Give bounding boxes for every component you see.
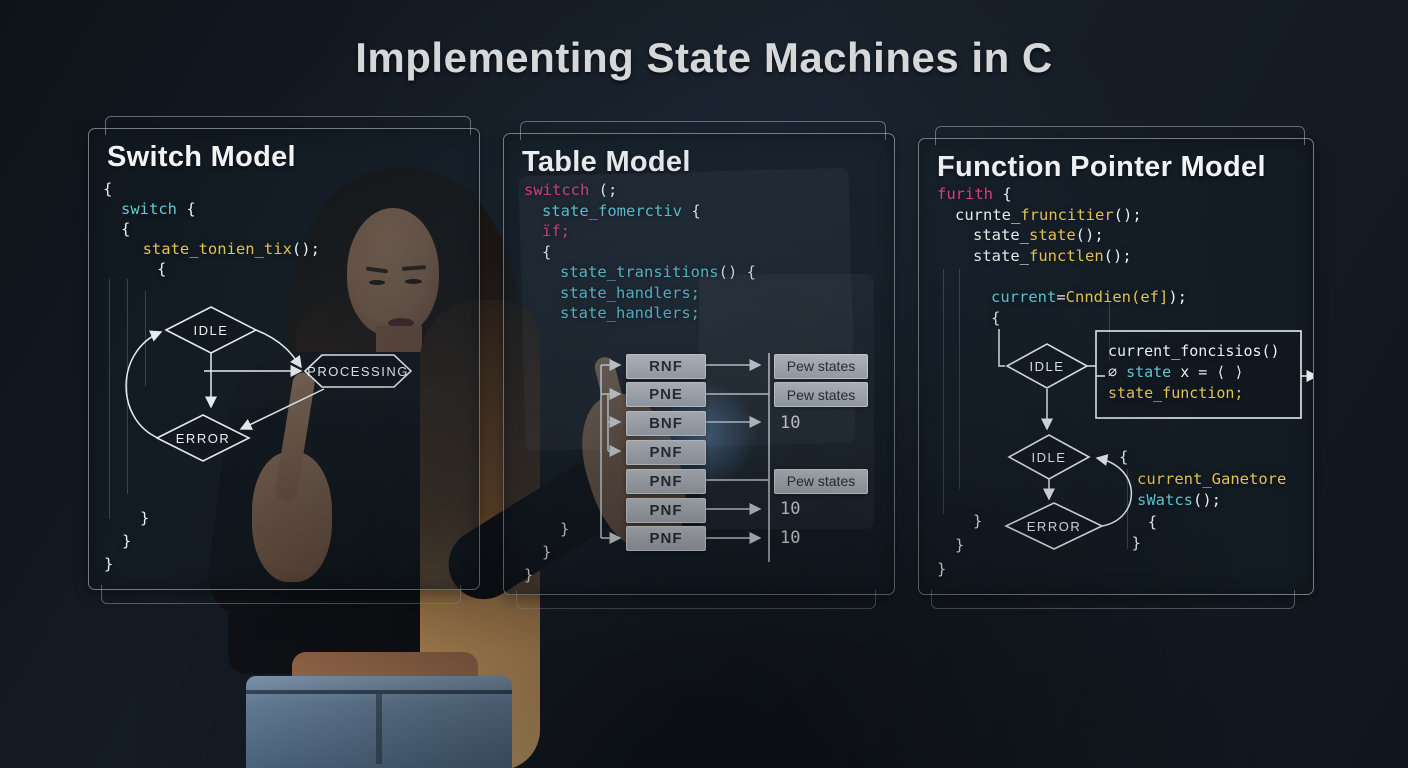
code-line: } xyxy=(140,509,150,527)
code-line: } xyxy=(104,555,114,573)
panel-switch-model: Switch Model { switch { { state_tonien_tix(… xyxy=(88,116,480,604)
code-line: switch { xyxy=(121,200,196,218)
code-line: } xyxy=(542,543,552,561)
code-line: } xyxy=(560,520,570,538)
code-line: state_transitions() { xyxy=(560,263,756,281)
code-line: state_handlers; xyxy=(560,304,700,322)
panel-heading: Function Pointer Model xyxy=(937,151,1266,183)
node-label: ERROR xyxy=(1027,519,1081,534)
code-line: state_functlen(); xyxy=(973,246,1132,265)
code-line: switcch (; xyxy=(524,181,618,199)
node-processing xyxy=(303,354,413,388)
code-line: } xyxy=(1131,534,1141,552)
table-row-value: 10 xyxy=(780,527,801,548)
code-line: } xyxy=(937,560,947,578)
code-line: state_function; xyxy=(1108,384,1244,402)
table-row-value: Pew states xyxy=(774,468,868,494)
node-idle xyxy=(164,306,258,354)
code-line: { xyxy=(1119,448,1129,466)
code-block: { switch { { state_tonien_tix(); { xyxy=(103,179,320,279)
code-line: ∅ state x = ⟨ ⟩ xyxy=(1108,363,1244,381)
table-row-value: Pew states xyxy=(774,382,868,408)
page-title: Implementing State Machines in C xyxy=(355,34,1053,81)
code-line: { xyxy=(1147,512,1158,531)
closing-braces: }}} xyxy=(937,509,982,581)
action-box xyxy=(1095,330,1302,419)
code-line: sWatcs(); xyxy=(1137,491,1221,509)
node-label: ERROR xyxy=(176,431,230,446)
table-connectors xyxy=(600,353,770,562)
panel-heading: Switch Model xyxy=(107,141,296,173)
code-line: { xyxy=(157,260,167,278)
table-row-key: PNF xyxy=(626,497,706,523)
code-line: furith { xyxy=(937,185,1012,203)
node-error xyxy=(1004,502,1104,550)
state-diagram-fnptr: IDLE IDLE ERROR xyxy=(998,329,1313,550)
code-line: state_handlers; xyxy=(560,283,700,302)
code-line: state_state(); xyxy=(973,226,1104,244)
code-line: current_Ganetore xyxy=(1137,469,1287,488)
panel-function-pointer-model: Function Pointer Model furith { curnte_fr… xyxy=(918,126,1314,609)
code-line: } xyxy=(122,532,132,550)
table-row-key: PNF xyxy=(626,439,706,465)
table-row-key: RNF xyxy=(626,353,706,379)
node-error xyxy=(155,414,251,462)
table-row-key: BNF xyxy=(626,411,706,437)
jeans xyxy=(246,676,512,768)
table-row-value: 10 xyxy=(780,499,801,519)
table-row-key: PNF xyxy=(626,526,706,552)
code-line: state_fomerctiv { xyxy=(542,201,701,220)
action-box-code: current_foncisios() ∅ state x = ⟨ ⟩ state_… xyxy=(1108,341,1280,404)
code-line: ïf; xyxy=(542,222,570,240)
node-label: IDLE xyxy=(1030,359,1065,374)
code-line: } xyxy=(973,512,983,530)
panel-table-model: Table Model switcch (; state_fomerctiv { ï… xyxy=(503,121,895,609)
table-row-value: 10 xyxy=(780,412,801,433)
table-row-key: PNF xyxy=(626,468,706,494)
closing-braces: }}} xyxy=(104,507,149,576)
code-line: curnte_fruncitier(); xyxy=(955,205,1142,224)
code-line: current=Cnndien(ef]); xyxy=(991,288,1187,306)
code-block-2: current=Cnndien(ef]); { xyxy=(991,287,1187,328)
code-line: { xyxy=(991,308,1001,327)
node-idle-2 xyxy=(1007,434,1091,480)
code-line: { xyxy=(542,242,552,261)
code-block: furith { curnte_fruncitier(); state_state(… xyxy=(937,184,1142,266)
table-row-key: PNE xyxy=(626,382,706,408)
panel-heading: Table Model xyxy=(522,146,691,178)
node-label: IDLE xyxy=(194,323,229,338)
code-block: switcch (; state_fomerctiv { ïf; { state_tra… xyxy=(524,180,756,324)
side-code: { current_Ganetore sWatcs(); {} xyxy=(1119,447,1286,555)
code-line: { xyxy=(103,180,113,198)
closing-braces: }}} xyxy=(524,518,569,587)
node-label: IDLE xyxy=(1032,450,1067,465)
node-label: PROCESSING xyxy=(307,364,409,379)
code-line: { xyxy=(121,220,131,238)
code-line: } xyxy=(524,566,534,584)
table-row-value: Pew states xyxy=(774,353,868,379)
node-idle-1 xyxy=(1005,343,1089,389)
code-line: } xyxy=(955,536,965,554)
code-line: current_foncisios() xyxy=(1108,342,1280,360)
code-line: state_tonien_tix(); xyxy=(142,240,320,258)
state-diagram-switch: IDLE PROCESSING ERROR xyxy=(125,306,413,462)
